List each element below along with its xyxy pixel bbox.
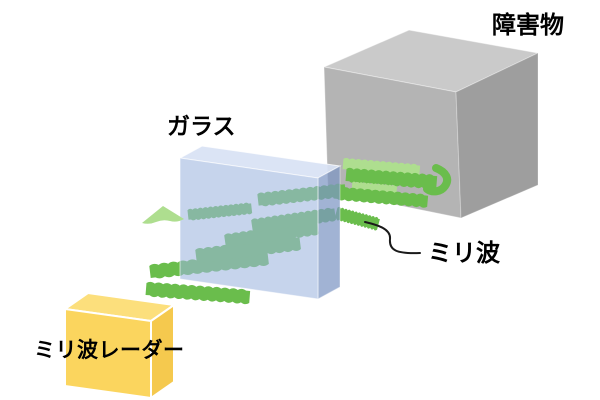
wave-callout-leader-line — [364, 221, 421, 255]
radar-box-front-face — [64, 308, 152, 399]
wave-stripes-transmitted — [333, 157, 452, 231]
obstacle-label: 障害物 — [492, 11, 564, 39]
glass-pane-right-face — [317, 165, 341, 300]
wave-label: ミリ波 — [428, 240, 501, 267]
wave-tip-curl — [423, 164, 452, 196]
wave-reflection-triangle — [142, 206, 184, 224]
glass-label: ガラス — [167, 113, 236, 139]
wave-stripes-incident — [142, 206, 251, 305]
radar-label: ミリ波レーダー — [34, 338, 185, 362]
glass-pane — [178, 145, 342, 300]
radar-box — [64, 292, 175, 399]
obstacle-cube-right-face — [455, 52, 539, 219]
wave-stripe-callout-target — [334, 206, 381, 231]
glass-pane-front-face — [179, 157, 319, 300]
